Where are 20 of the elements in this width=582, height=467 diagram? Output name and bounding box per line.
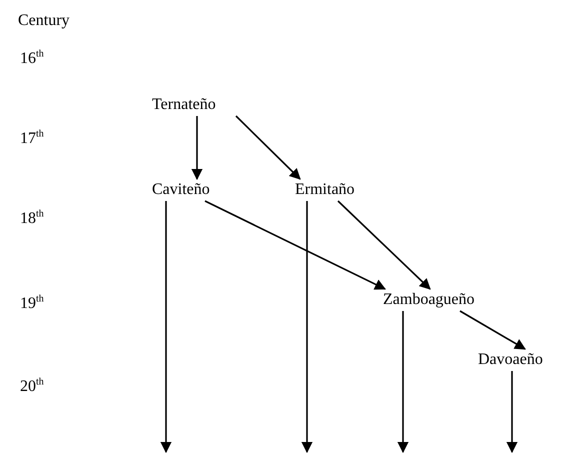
arrow [506,371,518,454]
axis-title: Century [18,12,70,30]
arrow [397,311,409,454]
century-label: 18$^{th}$ [20,210,44,228]
arrow [191,116,203,180]
arrow [204,200,386,290]
language-name: Zamboagueño [383,291,475,309]
century-label: 19$^{th}$ [20,295,44,313]
language-name: Davoaeño [478,351,543,369]
century-label: 16$^{th}$ [20,50,44,68]
arrow [160,201,172,454]
arrow [460,310,526,350]
arrow [301,201,313,454]
arrow [337,200,431,290]
language-name: Ternateño [152,96,216,114]
language-name: Ermitaño [295,181,355,199]
arrow [235,115,301,180]
century-label: 17$^{th}$ [20,130,44,148]
century-label: 20$^{th}$ [20,378,44,396]
language-name: Caviteño [152,181,210,199]
